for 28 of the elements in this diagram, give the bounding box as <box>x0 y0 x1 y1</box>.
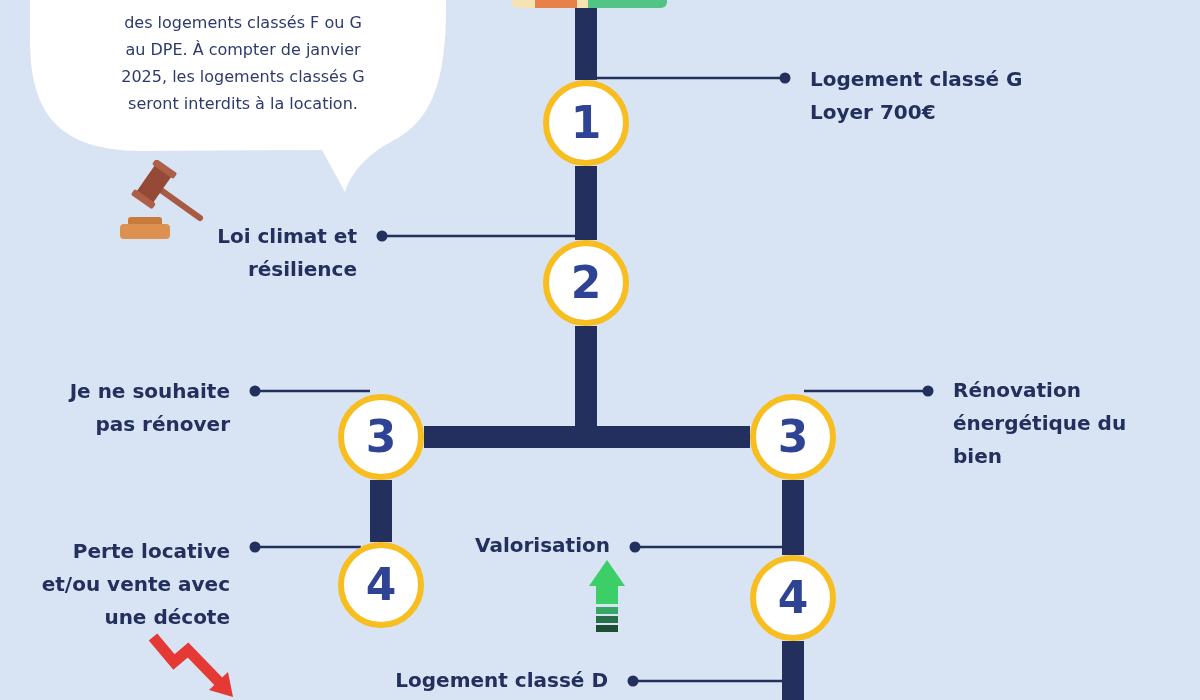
leader-line <box>376 230 575 242</box>
step-number-circle: 2 <box>543 240 629 326</box>
step-number-circle: 4 <box>750 555 836 641</box>
leader-line <box>249 385 370 397</box>
step-number-circle: 3 <box>338 394 424 480</box>
callout-text: Logement classé G <box>810 66 1023 93</box>
leader-line <box>804 385 934 397</box>
leader-line <box>629 541 782 553</box>
callout-text: Loi climat et résilience <box>207 220 357 286</box>
callout-text: Rénovation énergétique du bien <box>953 374 1143 473</box>
step-number-circle: 3 <box>750 394 836 480</box>
timeline-connector <box>575 8 597 80</box>
leader-line <box>627 675 782 687</box>
timeline-connector <box>575 166 597 240</box>
leader-line <box>249 541 361 553</box>
timeline-connector <box>782 480 804 555</box>
bubble-text: des logements classés F ou G au DPE. À compter de janvier 2025, les logements classés G seront interdits à la location. <box>120 12 366 115</box>
color-strip <box>512 0 667 8</box>
callout-text: Valorisation <box>475 529 610 562</box>
step-number-circle: 1 <box>543 80 629 166</box>
callout-text: Logement classé D <box>395 664 608 697</box>
leader-line <box>597 72 791 84</box>
step-number-circle: 4 <box>338 542 424 628</box>
callout-text: Loyer 700€ <box>810 99 937 126</box>
callout-text: Perte locative et/ou vente avec une décote <box>28 535 230 634</box>
callout-text: Je ne souhaite pas rénover <box>52 375 230 441</box>
timeline-connector <box>782 641 804 700</box>
timeline-connector <box>370 480 392 542</box>
